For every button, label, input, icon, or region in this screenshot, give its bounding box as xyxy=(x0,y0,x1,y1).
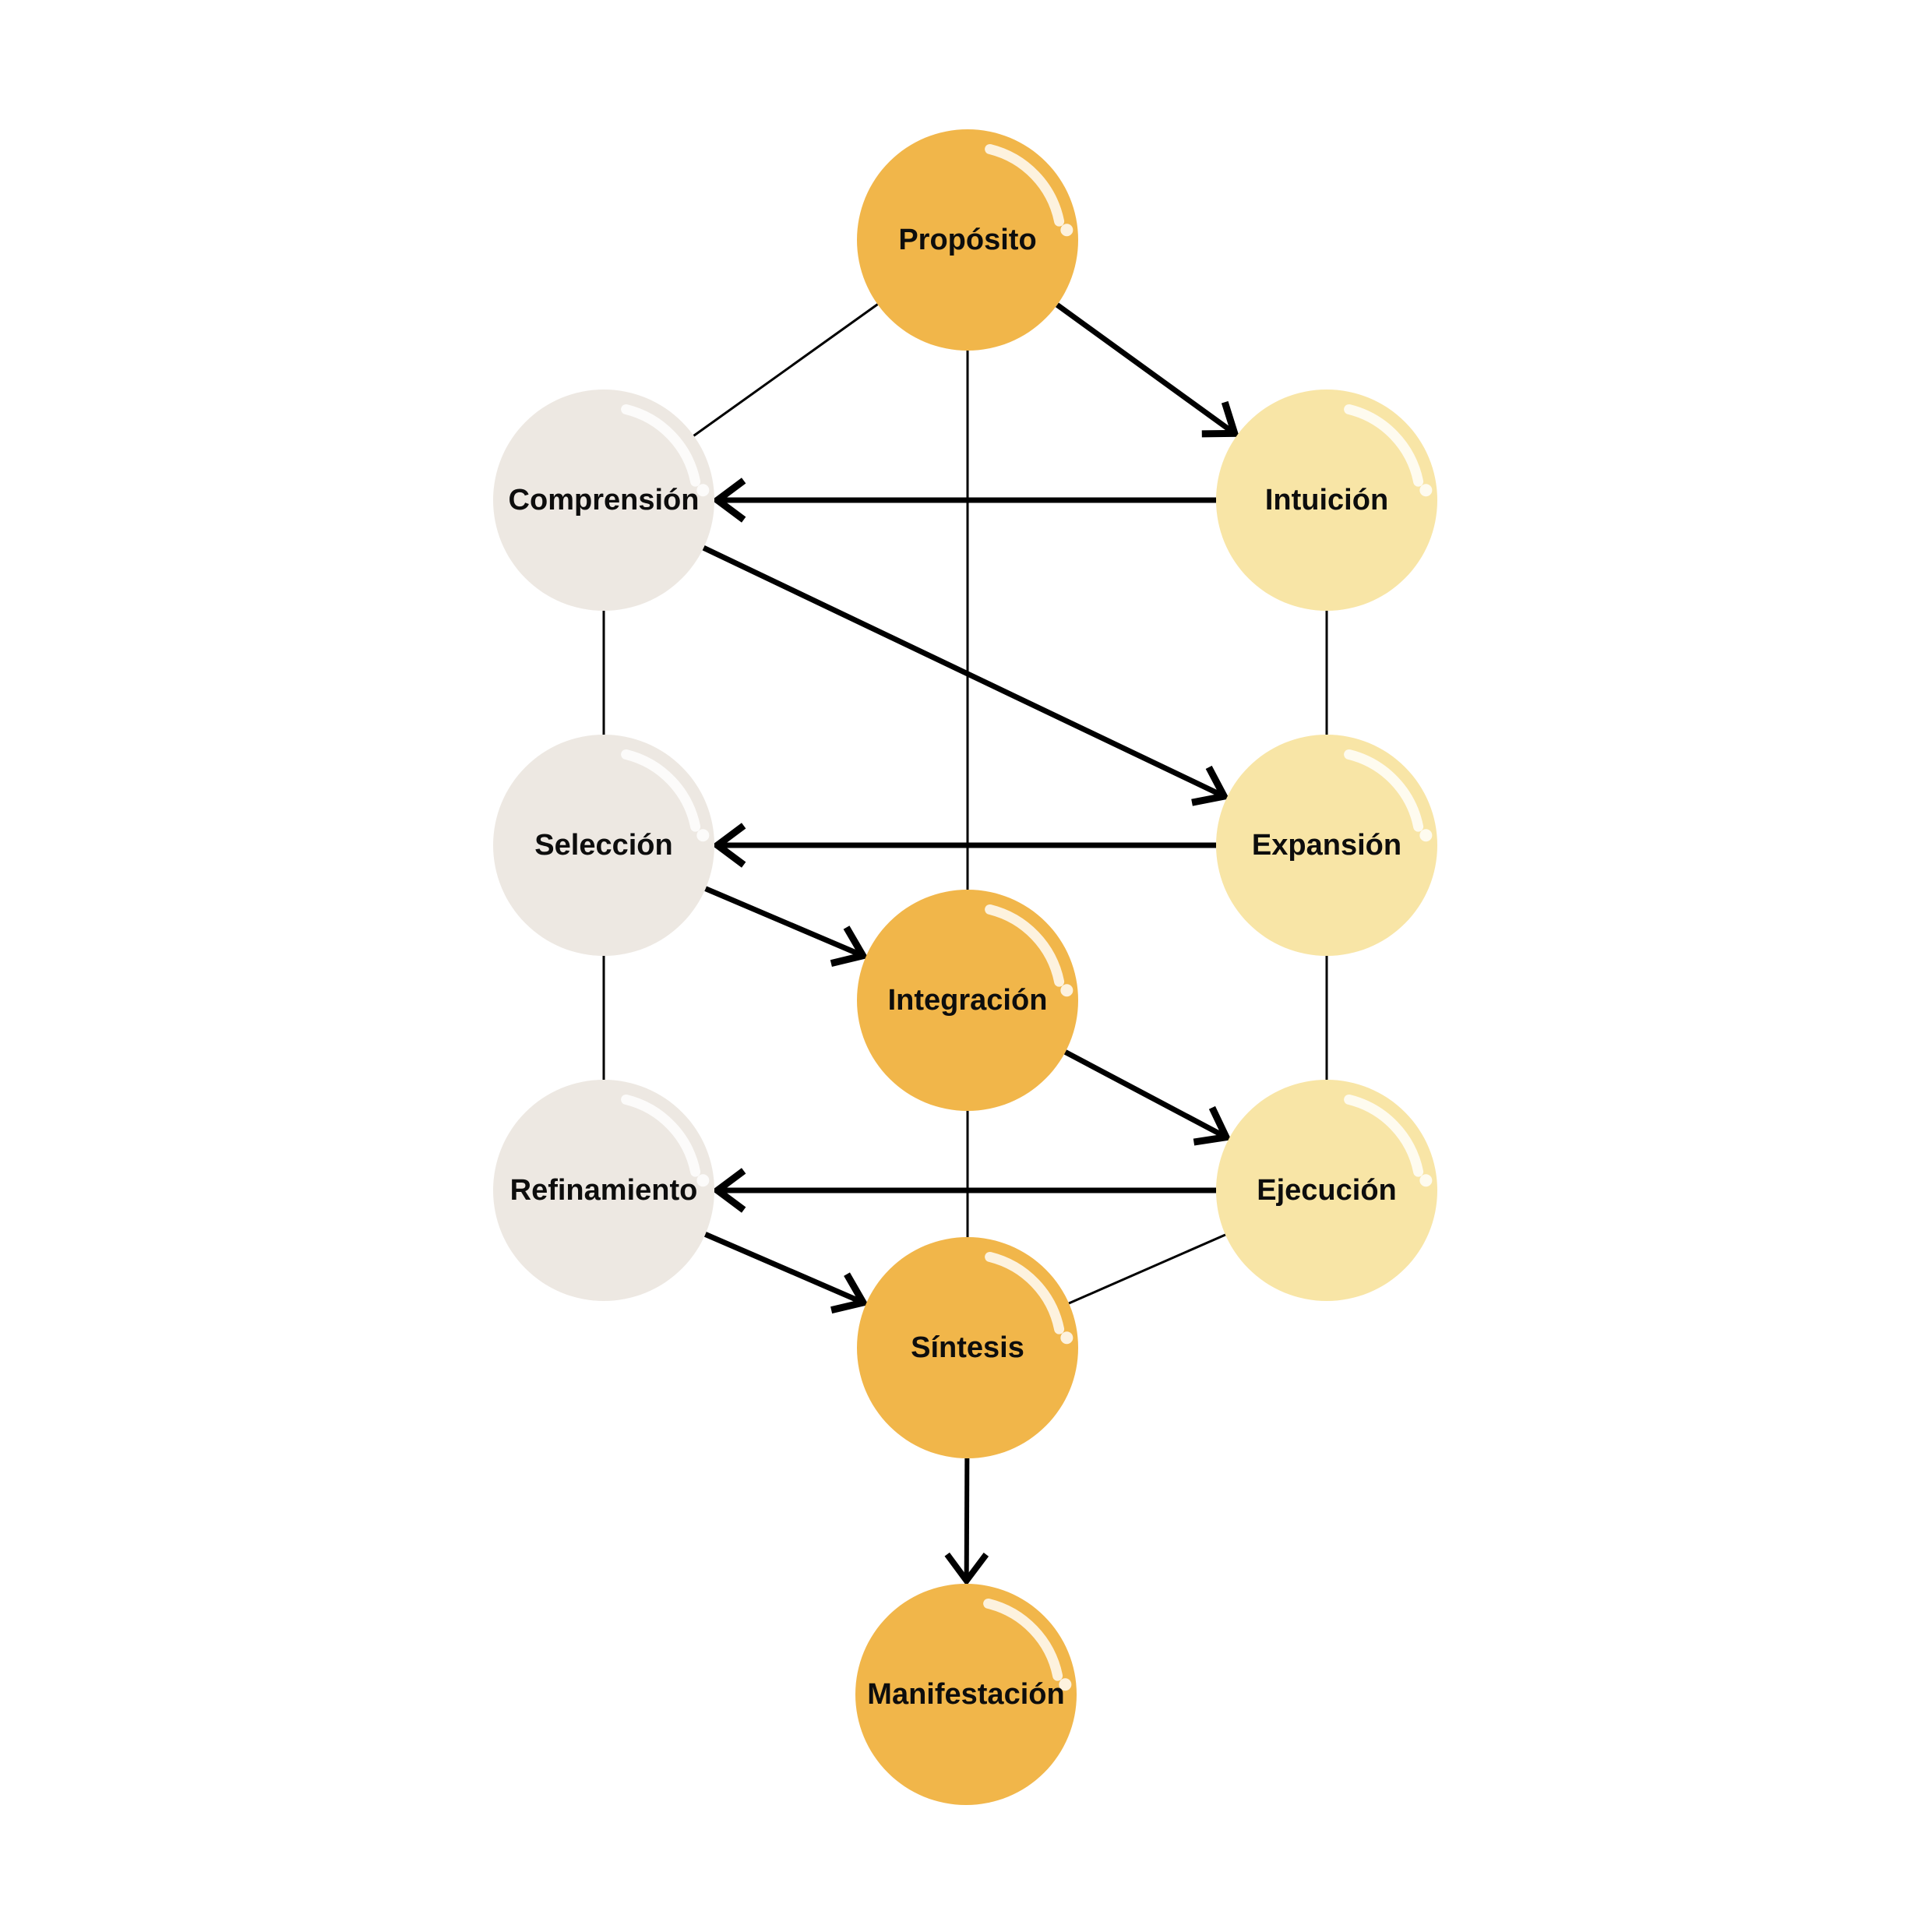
gloss-highlight-icon xyxy=(985,904,1065,987)
gloss-dot-icon xyxy=(1060,224,1074,237)
edge-line xyxy=(703,1232,865,1306)
node-intuicion: Intuición xyxy=(1216,390,1437,611)
edge-line xyxy=(704,886,865,958)
edge-expansion-seleccion xyxy=(711,823,1216,868)
node-circle xyxy=(493,390,714,611)
node-label-intuicion: Intuición xyxy=(1265,484,1388,516)
node-circle xyxy=(493,735,714,956)
gloss-highlight-icon xyxy=(621,1094,701,1177)
node-seleccion: Selección xyxy=(493,735,714,956)
edge-sintesis-manifestacion xyxy=(944,1458,989,1586)
arrowhead-icon xyxy=(944,1552,989,1586)
node-circle xyxy=(1216,1080,1437,1301)
arrowhead-icon xyxy=(1193,1105,1232,1146)
node-integracion: Integración xyxy=(857,890,1078,1111)
gloss-highlight-icon xyxy=(985,143,1065,227)
edge-line xyxy=(1055,302,1236,436)
edge-seleccion-integracion xyxy=(704,886,869,968)
node-comprension: Comprensión xyxy=(493,390,714,611)
node-label-proposito: Propósito xyxy=(898,224,1036,256)
node-circle xyxy=(1216,390,1437,611)
edge-proposito-comprension xyxy=(693,303,879,437)
node-circle xyxy=(857,890,1078,1111)
gloss-highlight-icon xyxy=(621,749,701,832)
gloss-dot-icon xyxy=(696,484,710,497)
edge-ejecucion-sintesis xyxy=(1068,1233,1226,1305)
edge-line xyxy=(693,303,879,437)
edge-intuicion-comprension xyxy=(711,478,1216,523)
arrowhead-icon xyxy=(1201,400,1239,438)
node-label-seleccion: Selección xyxy=(534,829,672,862)
gloss-highlight-icon xyxy=(1344,749,1424,832)
gloss-dot-icon xyxy=(696,1174,710,1187)
gloss-highlight-icon xyxy=(985,1251,1065,1334)
node-label-comprension: Comprensión xyxy=(509,484,700,516)
node-manifestacion: Manifestación xyxy=(855,1584,1077,1805)
node-label-ejecucion: Ejecución xyxy=(1257,1174,1397,1207)
node-circle xyxy=(857,129,1078,351)
node-label-sintesis: Síntesis xyxy=(911,1331,1024,1364)
gloss-dot-icon xyxy=(1060,1331,1074,1345)
gloss-dot-icon xyxy=(696,829,710,842)
node-circle xyxy=(1216,735,1437,956)
gloss-highlight-icon xyxy=(983,1598,1063,1681)
node-circle xyxy=(493,1080,714,1301)
edge-line xyxy=(964,1458,970,1581)
edge-line xyxy=(1068,1233,1226,1305)
node-proposito: Propósito xyxy=(857,129,1078,351)
arrowhead-icon xyxy=(830,925,869,968)
node-label-refinamiento: Refinamiento xyxy=(510,1174,698,1207)
node-sintesis: Síntesis xyxy=(857,1237,1078,1458)
node-refinamiento: Refinamiento xyxy=(493,1080,714,1301)
edge-line xyxy=(702,545,1225,799)
edge-integracion-ejecucion xyxy=(1063,1049,1232,1146)
arrowhead-icon xyxy=(711,823,746,868)
arrowhead-icon xyxy=(711,1168,746,1213)
gloss-dot-icon xyxy=(1059,1678,1072,1691)
node-circle xyxy=(855,1584,1077,1805)
node-label-expansion: Expansión xyxy=(1252,829,1401,862)
edge-refinamiento-sintesis xyxy=(703,1232,869,1314)
edge-ejecucion-refinamiento xyxy=(711,1168,1216,1213)
gloss-highlight-icon xyxy=(1344,404,1424,487)
gloss-highlight-icon xyxy=(621,404,701,487)
gloss-dot-icon xyxy=(1060,984,1074,997)
node-label-manifestacion: Manifestación xyxy=(867,1678,1064,1711)
edge-proposito-intuicion xyxy=(1055,302,1239,438)
edge-line xyxy=(1063,1049,1228,1140)
node-label-integracion: Integración xyxy=(888,984,1048,1017)
arrowhead-icon xyxy=(830,1272,869,1314)
node-circle xyxy=(857,1237,1078,1458)
node-expansion: Expansión xyxy=(1216,735,1437,956)
edge-comprension-expansion xyxy=(702,545,1230,806)
gloss-dot-icon xyxy=(1419,829,1433,842)
arrowhead-icon xyxy=(1191,765,1230,806)
node-ejecucion: Ejecución xyxy=(1216,1080,1437,1301)
gloss-dot-icon xyxy=(1419,484,1433,497)
gloss-dot-icon xyxy=(1419,1174,1433,1187)
gloss-highlight-icon xyxy=(1344,1094,1424,1177)
arrowhead-icon xyxy=(711,478,746,523)
